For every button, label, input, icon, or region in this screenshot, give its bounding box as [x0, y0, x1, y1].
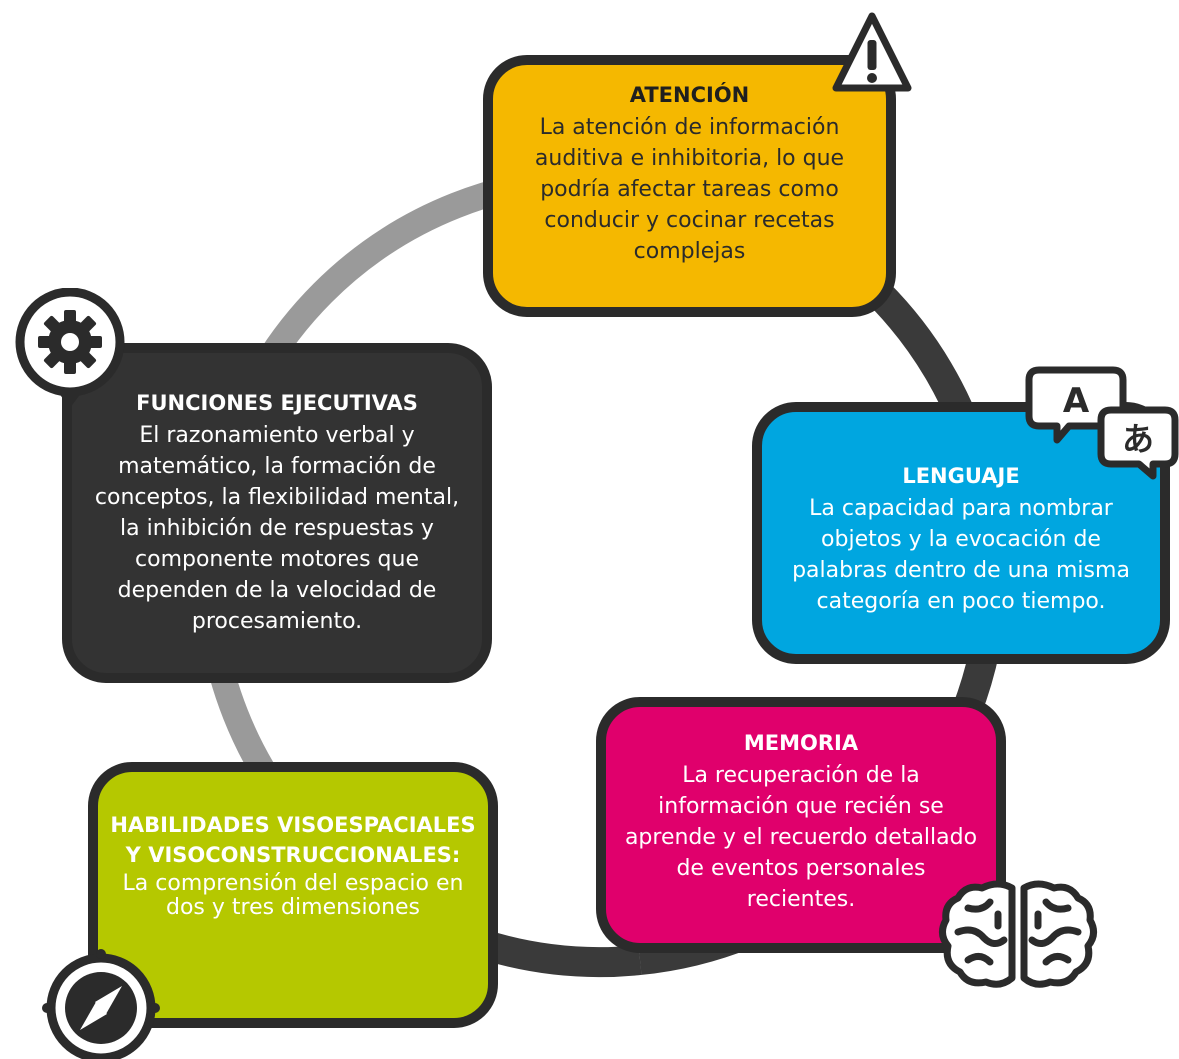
bubble-kana-letter: あ [1122, 420, 1154, 458]
memoria-text: La recuperación de la información que re… [624, 763, 978, 912]
lenguaje-card: LENGUAJE La capacidad para nombrar objet… [752, 402, 1170, 664]
warning-icon [832, 12, 912, 92]
habilidades-card: HABILIDADES VISOESPACIALES Y VISOCONSTRU… [88, 762, 498, 1028]
lenguaje-text: La capacidad para nombrar objetos y la e… [792, 496, 1130, 614]
lenguaje-title: LENGUAJE [902, 464, 1020, 488]
funciones-text: El razonamiento verbal y matemático, la … [94, 423, 460, 634]
atencion-card: ATENCIÓN La atención de información audi… [483, 55, 896, 317]
compass-icon [42, 949, 160, 1059]
gear-icon [15, 288, 125, 408]
funciones-title: FUNCIONES EJECUTIVAS [136, 391, 418, 415]
atencion-text: La atención de información auditiva e in… [534, 115, 845, 264]
habilidades-title: HABILIDADES VISOESPACIALES Y VISOCONSTRU… [110, 813, 476, 867]
bubble-latin-letter: A [1063, 381, 1090, 421]
translate-icon: A あ [1025, 366, 1179, 480]
funciones-card: FUNCIONES EJECUTIVAS El razonamiento ver… [62, 343, 492, 683]
habilidades-text: La comprensión del espacio en dos y tres… [122, 871, 464, 920]
memoria-card: MEMORIA La recuperación de la informació… [596, 697, 1006, 953]
atencion-title: ATENCIÓN [629, 83, 750, 107]
brain-icon [939, 880, 1097, 988]
memoria-title: MEMORIA [743, 731, 859, 755]
